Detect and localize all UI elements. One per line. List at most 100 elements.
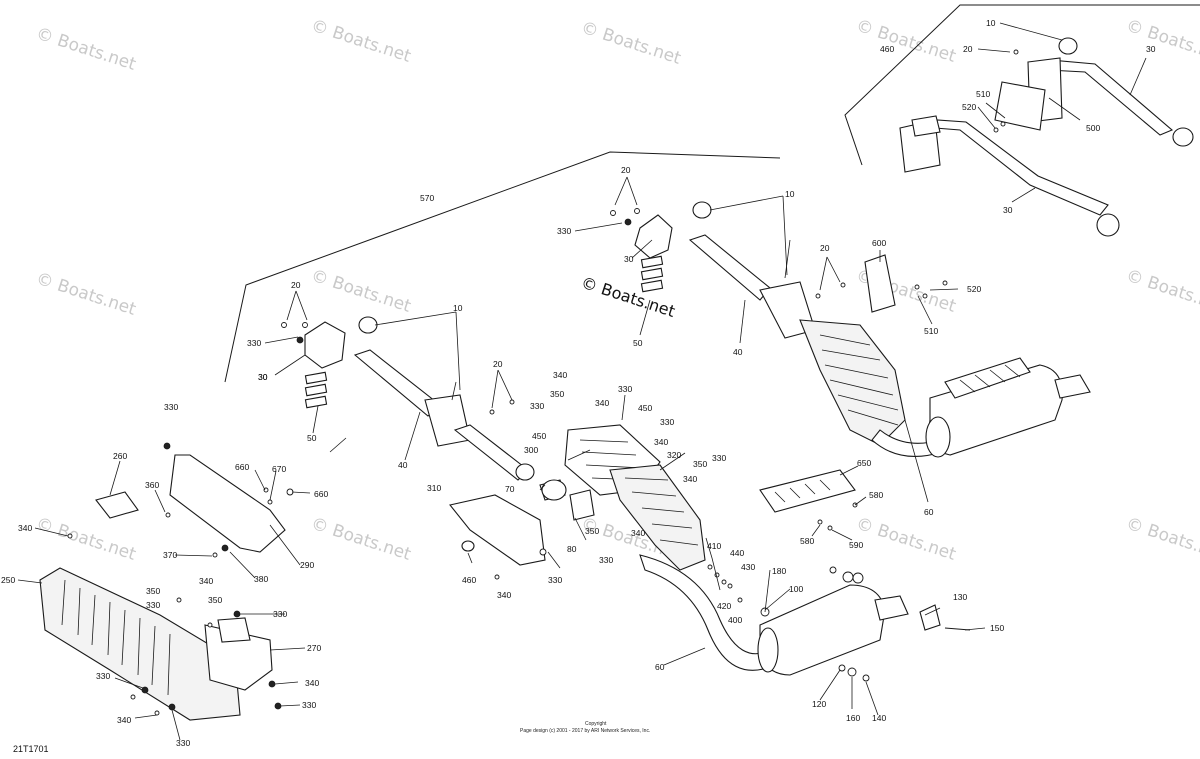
callout: 340 (654, 437, 668, 447)
callout: 290 (300, 560, 314, 570)
center-shields (449, 424, 971, 682)
watermark: © Boats.net (33, 514, 138, 565)
copyright-line1: Copyright (585, 721, 607, 727)
callout: 50 (633, 338, 643, 348)
callout: 10 (986, 18, 996, 28)
callout: 330 (302, 700, 316, 710)
callout: 130 (953, 592, 967, 602)
callout: 340 (18, 523, 32, 533)
callout: 340 (595, 398, 609, 408)
callout: 350 (585, 526, 599, 536)
callout: 60 (655, 662, 665, 672)
callout: 400 (728, 615, 742, 625)
inset-pipes (899, 37, 1194, 237)
callout: 30 (258, 372, 268, 382)
callout: 310 (427, 483, 441, 493)
callout: 450 (532, 431, 546, 441)
callout: 340 (305, 678, 319, 688)
callout: 30 (1146, 44, 1156, 54)
callout: 410 (707, 541, 721, 551)
callout: 660 (235, 462, 249, 472)
callout: 20 (820, 243, 830, 253)
callout: 270 (307, 643, 321, 653)
callout: 260 (113, 451, 127, 461)
callout: 330 (176, 738, 190, 748)
callout: 330 (530, 401, 544, 411)
group-brackets (224, 4, 1200, 383)
callout: 660 (314, 489, 328, 499)
callout: 160 (846, 713, 860, 723)
callout: 350 (550, 389, 564, 399)
callout: 330 (247, 338, 261, 348)
callout: 340 (117, 715, 131, 725)
diagram-code: 21T1701 (13, 744, 49, 754)
callout: 30 (258, 372, 268, 382)
callout: 180 (772, 566, 786, 576)
callout: 580 (869, 490, 883, 500)
callout: 460 (880, 44, 894, 54)
callout: 520 (967, 284, 981, 294)
callout: 40 (398, 460, 408, 470)
watermark: © Boats.net (1123, 514, 1200, 565)
callout: 350 (146, 586, 160, 596)
callout: 650 (857, 458, 871, 468)
callout: 30 (1003, 205, 1013, 215)
callout: 570 (420, 193, 434, 203)
callout: 330 (164, 402, 178, 412)
callout: 330 (273, 609, 287, 619)
callout: 340 (497, 590, 511, 600)
copyright-line2: Page design (c) 2001 - 2017 by ARI Netwo… (520, 728, 650, 734)
callout: 330 (618, 384, 632, 394)
callout: 80 (567, 544, 577, 554)
callout: 20 (621, 165, 631, 175)
watermark: © Boats.net (308, 16, 413, 67)
callout: 140 (872, 713, 886, 723)
callout: 10 (785, 189, 795, 199)
callout: 380 (254, 574, 268, 584)
watermark: © Boats.net (308, 514, 413, 565)
callout: 340 (683, 474, 697, 484)
callout: 510 (976, 89, 990, 99)
callout: 330 (548, 575, 562, 585)
callout: 420 (717, 601, 731, 611)
callout: 20 (291, 280, 301, 290)
callout: 450 (638, 403, 652, 413)
callout: 580 (800, 536, 814, 546)
right-exhaust-assembly (610, 201, 1091, 458)
callout: 350 (693, 459, 707, 469)
callout: 350 (208, 595, 222, 605)
callout: 600 (872, 238, 886, 248)
callout: 50 (307, 433, 317, 443)
callout: 370 (163, 550, 177, 560)
callout: 330 (660, 417, 674, 427)
callout: 340 (553, 370, 567, 380)
watermark: © Boats.net (578, 18, 683, 69)
callout: 510 (924, 326, 938, 336)
callout: 60 (924, 507, 934, 517)
callout: 330 (557, 226, 571, 236)
leader-lines (17, 22, 1147, 741)
callout: 500 (1086, 123, 1100, 133)
callout: 340 (631, 528, 645, 538)
left-exhaust-assembly (281, 316, 595, 521)
callout: 150 (990, 623, 1004, 633)
watermark: © Boats.net (33, 24, 138, 75)
callout: 340 (199, 576, 213, 586)
callout: 20 (493, 359, 503, 369)
callout: 360 (145, 480, 159, 490)
callout: 120 (812, 699, 826, 709)
watermark: © Boats.net (33, 269, 138, 320)
callout: 440 (730, 548, 744, 558)
watermark: © Boats.net (1123, 16, 1200, 67)
callout: 330 (96, 671, 110, 681)
callout: 70 (505, 484, 515, 494)
watermark: © Boats.net (853, 514, 958, 565)
left-shields (39, 442, 294, 721)
watermark: © Boats.net (1123, 266, 1200, 317)
callout: 40 (733, 347, 743, 357)
callout: 670 (272, 464, 286, 474)
watermark: © Boats.net (853, 16, 958, 67)
callout: 300 (524, 445, 538, 455)
callout: 10 (453, 303, 463, 313)
callout: 330 (599, 555, 613, 565)
